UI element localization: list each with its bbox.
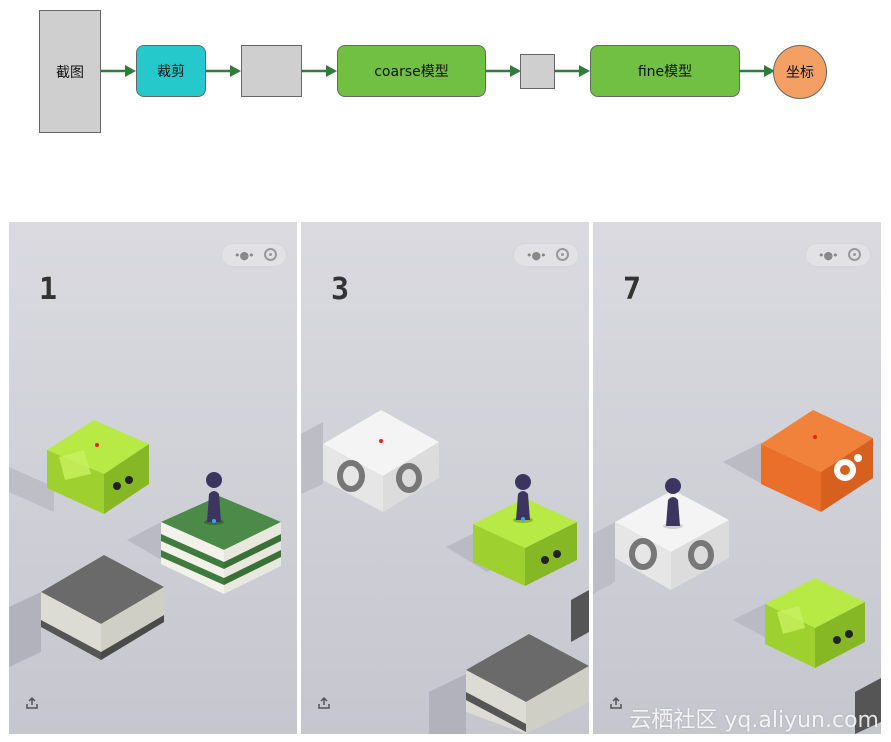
game-scene-2 [301, 222, 589, 734]
score-counter: 3 [331, 272, 350, 307]
orange-cube [761, 410, 873, 512]
coarse-model-label: coarse模型 [374, 64, 449, 80]
player-piece [663, 478, 683, 529]
cropped-image-box [241, 45, 302, 97]
gray-cube [41, 555, 164, 660]
coarse-model-box: coarse模型 [337, 45, 486, 97]
capsule-menu[interactable]: •●• [805, 243, 871, 267]
close-target-icon[interactable] [848, 248, 861, 261]
white-cube [323, 410, 439, 512]
share-icon[interactable] [317, 696, 331, 710]
game-scene-1 [9, 222, 297, 734]
fine-model-label: fine模型 [637, 64, 693, 80]
crop-label: 裁剪 [157, 64, 185, 80]
more-icon[interactable]: •●• [526, 249, 547, 262]
white-cube [615, 490, 729, 590]
game-panel-1: •●• 1 [9, 222, 297, 734]
crop-box: 裁剪 [136, 45, 206, 97]
capsule-menu[interactable]: •●• [221, 243, 287, 267]
arrow-1 [101, 65, 136, 77]
lime-cube [47, 420, 149, 514]
arrow-3 [302, 65, 337, 77]
lime-cube [765, 578, 865, 668]
close-target-icon[interactable] [556, 248, 569, 261]
player-piece [513, 474, 533, 523]
fine-model-box: fine模型 [590, 45, 740, 97]
player-piece [204, 472, 224, 525]
game-panel-2: •●• 3 [301, 222, 589, 734]
coordinates-circle: 坐标 [773, 45, 827, 99]
gray-cube [466, 634, 589, 734]
arrow-4 [486, 65, 521, 77]
coordinates-label: 坐标 [786, 65, 814, 81]
capsule-menu[interactable]: •●• [513, 243, 579, 267]
screenshot-box: 截图 [39, 10, 101, 133]
arrow-5 [555, 65, 590, 77]
share-icon[interactable] [25, 696, 39, 710]
watermark: 云栖社区 yq.aliyun.com [629, 708, 879, 733]
close-target-icon[interactable] [264, 248, 277, 261]
more-icon[interactable]: •●• [818, 249, 839, 262]
more-icon[interactable]: •●• [234, 249, 255, 262]
share-icon[interactable] [609, 696, 623, 710]
arrow-2 [206, 65, 241, 77]
score-counter: 1 [39, 272, 58, 307]
lime-cube [473, 498, 577, 586]
score-counter: 7 [623, 272, 642, 307]
game-panel-3: •●• 7 [593, 222, 881, 734]
refined-crop-box [520, 54, 555, 89]
arrow-6 [740, 65, 775, 77]
screenshot-label: 截图 [56, 64, 84, 81]
game-scene-3 [593, 222, 881, 734]
